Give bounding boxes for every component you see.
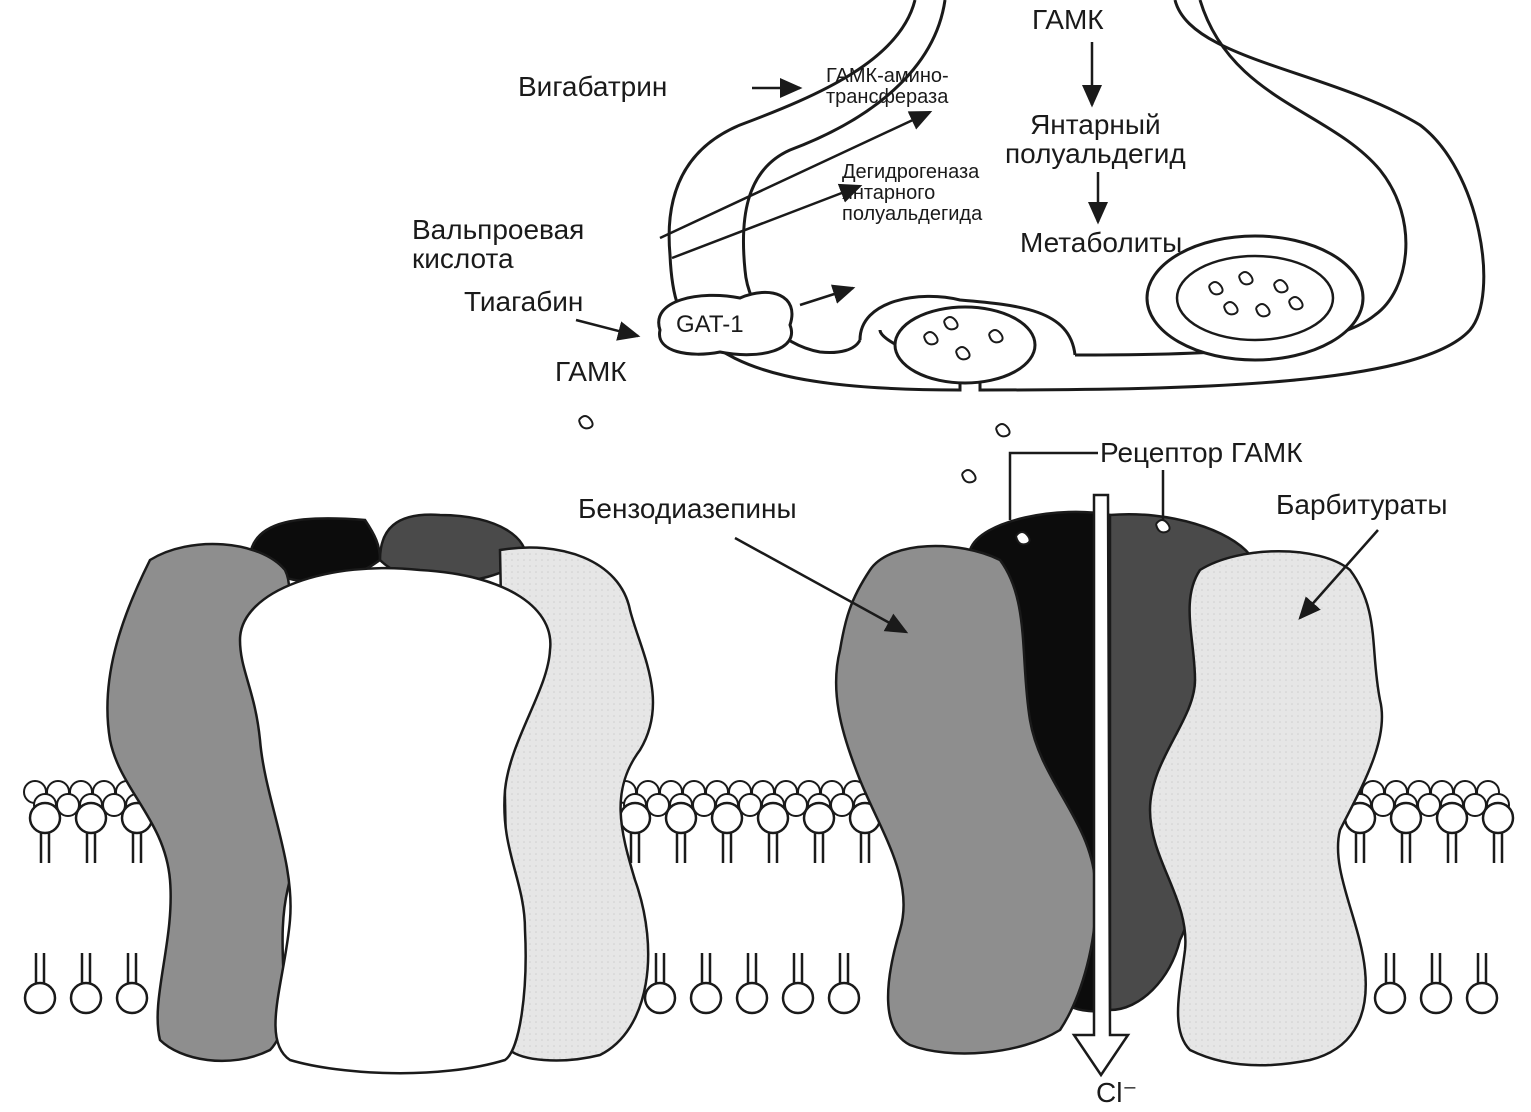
lipid-molecule xyxy=(1437,803,1467,863)
arrow-tiagabine xyxy=(576,320,638,336)
lipid-molecule xyxy=(25,953,55,1013)
lipid-molecule xyxy=(758,803,788,863)
lipid-molecule xyxy=(1421,953,1451,1013)
lipid-molecule xyxy=(737,953,767,1013)
lipid-molecule xyxy=(1483,803,1513,863)
lipid-molecule xyxy=(76,803,106,863)
label-tiagabine: Тиагабин xyxy=(464,287,583,316)
lipid-molecule xyxy=(783,953,813,1013)
vesicle-docked xyxy=(895,307,1035,383)
label-benzodiazepines: Бензодиазепины xyxy=(578,494,797,523)
gaba-receptor-channel-view xyxy=(735,453,1382,1075)
lipid-molecule xyxy=(829,953,859,1013)
label-gaba-bottom: ГАМК xyxy=(555,357,627,386)
lipid-molecule xyxy=(30,803,60,863)
lipid-molecule xyxy=(1467,953,1497,1013)
lipid-molecule xyxy=(804,803,834,863)
gaba-receptor-side-view xyxy=(107,515,653,1074)
lipid-molecule xyxy=(1375,953,1405,1013)
lipid-molecule xyxy=(666,803,696,863)
label-succinic-semialdehyde: Янтарный полуальдегид xyxy=(1005,110,1186,169)
label-chloride: Cl⁻ xyxy=(1096,1078,1137,1107)
lipid-molecule xyxy=(1391,803,1421,863)
subunit-white-left xyxy=(240,568,550,1073)
lipid-molecule xyxy=(117,953,147,1013)
label-gaba-transaminase: ГАМК-амино- трансфераза xyxy=(826,66,949,108)
label-gaba-receptor: Рецептор ГАМК xyxy=(1100,438,1303,467)
label-ssadh: Дегидрогеназа янтарного полуальдегида xyxy=(842,162,982,225)
lipid-molecule xyxy=(691,953,721,1013)
label-gat1: GAT-1 xyxy=(676,312,744,337)
lipid-molecule xyxy=(645,953,675,1013)
label-metabolites: Метаболиты xyxy=(1020,228,1182,257)
arrow-valproate-to-ssadh xyxy=(672,186,860,258)
lipid-molecule xyxy=(712,803,742,863)
label-valproic-acid: Вальпроевая кислота xyxy=(412,215,584,274)
label-gaba-top: ГАМК xyxy=(1032,5,1104,34)
label-vigabatrin: Вигабатрин xyxy=(518,72,667,101)
arrow-gat1-uptake xyxy=(800,288,853,305)
gaba-molecules-cleft xyxy=(579,416,1010,482)
lipid-molecule xyxy=(71,953,101,1013)
label-barbiturates: Барбитураты xyxy=(1276,490,1448,519)
